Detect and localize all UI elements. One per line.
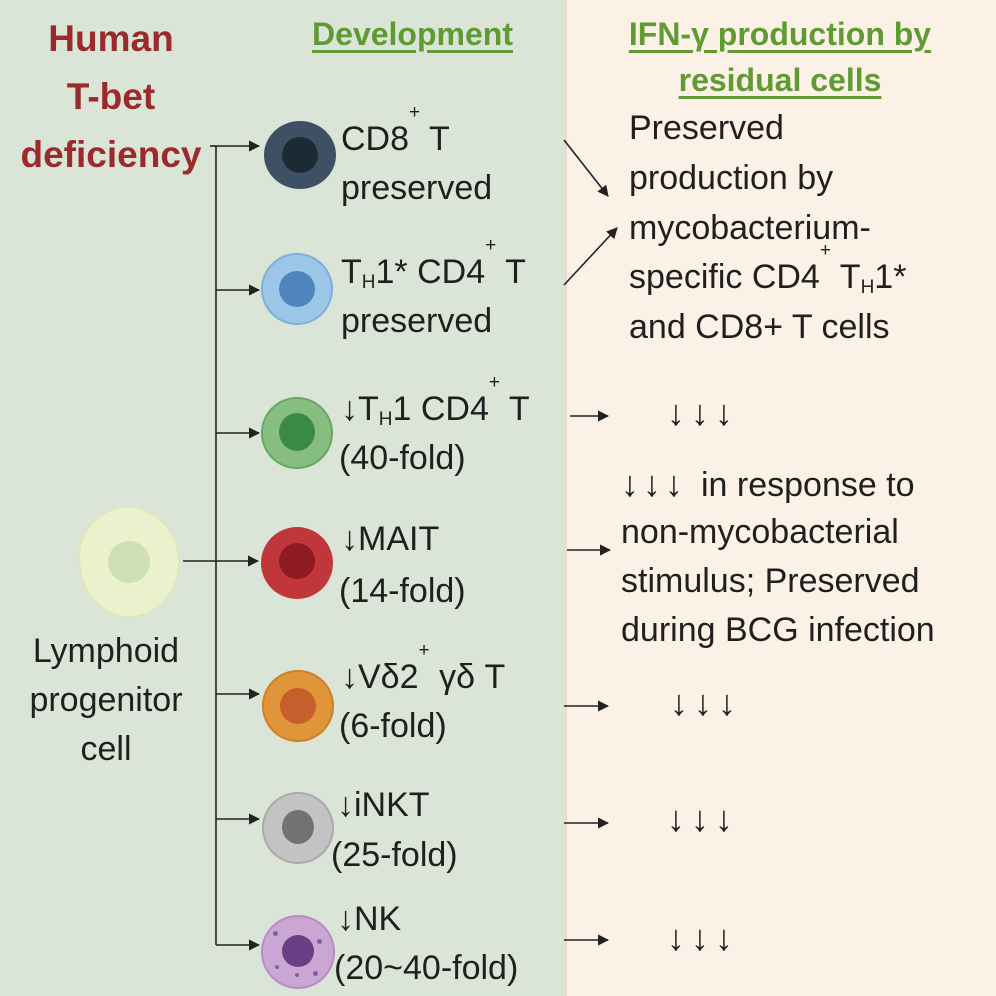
title-line-3: deficiency — [20, 134, 202, 175]
ifn-header-line-1: IFN-γ production by — [628, 16, 932, 52]
nk-fold: (20~40-fold) — [334, 949, 519, 987]
ifn-preserved-line-5: and CD8+ T cells — [629, 308, 890, 346]
nk-granule — [317, 939, 322, 944]
nk-ifn-decrease: ↓↓↓ — [667, 917, 739, 958]
mait-cell-icon — [261, 527, 333, 599]
mait-ifn-line-1: ↓↓↓in response to — [621, 463, 915, 504]
nk-granule — [313, 971, 318, 976]
mait-fold: (14-fold) — [339, 572, 466, 610]
progenitor-label-line-3: cell — [80, 730, 132, 768]
progenitor-label-line-2: progenitor — [29, 681, 183, 719]
cd8-t-nucleus — [282, 137, 318, 173]
cd8-t-status: preserved — [341, 169, 493, 207]
development-header: Development — [312, 16, 513, 52]
nk-label: ↓NK — [337, 900, 402, 938]
mait-ifn-line-2: non-mycobacterial — [621, 513, 899, 551]
th1-cd4-cell-icon — [261, 397, 333, 469]
mait-ifn-line-3: stimulus; Preserved — [621, 562, 920, 600]
ifn-preserved-line-2: production by — [629, 159, 834, 197]
nk-cell-icon — [261, 915, 335, 989]
progenitor-nucleus — [108, 541, 150, 583]
ifn-preserved-line-4: specific CD4+ TH1* — [629, 240, 907, 298]
ifn-header-line-2: residual cells — [678, 62, 882, 98]
vd2-gd-t-nucleus — [280, 688, 316, 724]
th1-star-to-preserved-arrow — [563, 227, 618, 286]
inkt-fold: (25-fold) — [331, 836, 458, 874]
panel-divider — [565, 0, 567, 996]
th1-cd4-ifn-decrease: ↓↓↓ — [667, 392, 739, 433]
mait-ifn-decrease: ↓↓↓ — [621, 463, 687, 504]
mait-nucleus — [279, 543, 315, 579]
ifn-preserved-line-1: Preserved — [629, 109, 784, 147]
progenitor-cell-icon — [78, 506, 180, 618]
mait-label: ↓MAIT — [341, 520, 440, 558]
cd8-t-cell-icon — [264, 121, 336, 189]
vd2-gd-t-cell-icon — [262, 670, 334, 742]
th1-star-cd4-nucleus — [279, 271, 315, 307]
ifn-preserved-line-3: mycobacterium- — [629, 209, 871, 247]
inkt-cell-icon — [262, 792, 334, 864]
mait-ifn-line-4: during BCG infection — [621, 611, 935, 649]
vd2-gd-t-fold: (6-fold) — [339, 707, 447, 745]
vd2-ifn-decrease: ↓↓↓ — [670, 682, 742, 723]
nk-granule — [275, 965, 279, 969]
th1-star-cd4-status: preserved — [341, 302, 493, 340]
progenitor-label-line-1: Lymphoid — [32, 632, 180, 670]
vd2-gd-t-label: ↓Vδ2+ γδ T — [341, 640, 506, 696]
cd8-t-label: CD8+ T — [341, 102, 450, 158]
th1-cd4-nucleus — [279, 413, 315, 451]
title-line-1: Human — [48, 18, 174, 59]
nk-nucleus — [282, 935, 314, 967]
nk-granule — [273, 931, 278, 936]
inkt-nucleus — [282, 810, 314, 844]
inkt-ifn-decrease: ↓↓↓ — [667, 798, 739, 839]
title-line-2: T-bet — [66, 76, 156, 117]
ifn-panel — [565, 0, 996, 996]
cd8-to-preserved-arrow — [563, 139, 609, 197]
th1-star-cd4-label: TH1* CD4+ T — [341, 235, 526, 293]
th1-star-cd4-cell-icon — [261, 253, 333, 325]
nk-granule — [295, 973, 299, 977]
th1-cd4-label: ↓TH1 CD4+ T — [341, 372, 530, 430]
inkt-label: ↓iNKT — [337, 786, 430, 824]
th1-cd4-fold: (40-fold) — [339, 439, 466, 477]
